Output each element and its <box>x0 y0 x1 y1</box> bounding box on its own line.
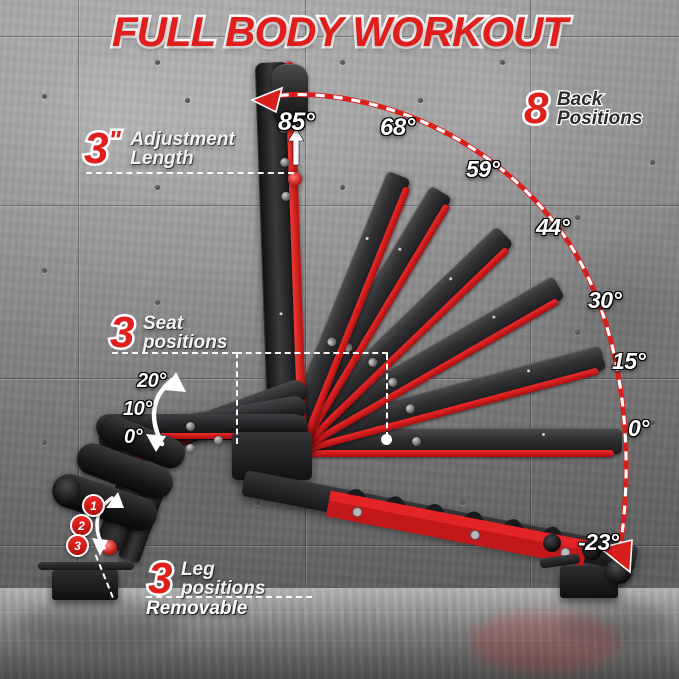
floor-line <box>0 612 679 613</box>
wall-tie-hole <box>460 500 465 505</box>
floor-line <box>0 640 679 641</box>
adjustment-number: 3 <box>81 124 111 173</box>
seat-positions-number: 3 <box>107 308 137 357</box>
wall-tie-hole <box>340 60 345 65</box>
wall-seam <box>305 0 306 612</box>
leg-step-3-label: 3 <box>74 538 81 553</box>
adjustment-length-callout: 3" Adjustment Length <box>81 124 235 173</box>
wall-tie-hole <box>185 98 190 103</box>
seat-bolt <box>214 436 223 445</box>
floor-reflection <box>20 600 180 650</box>
leg-callout-leader-line <box>146 596 312 598</box>
leg-step-1-label: 1 <box>90 498 97 513</box>
transport-wheel <box>582 540 602 560</box>
wall-texture <box>380 30 600 180</box>
wall-tie-hole <box>575 330 580 335</box>
seat-bolt <box>186 444 195 453</box>
angle-label-15: 15° <box>612 348 646 374</box>
seat-angle-label-10: 10° <box>123 398 152 420</box>
back-positions-line2: Positions <box>556 107 644 130</box>
seat-positions-line2: positions <box>142 331 228 353</box>
wall-tie-hole <box>42 268 47 273</box>
leg-positions-line1: Leg <box>180 558 215 580</box>
seat-callout-leader-down <box>386 354 388 438</box>
removable-note: Removable <box>146 598 248 619</box>
leg-positions-number: 3 <box>145 554 175 603</box>
wall-tie-hole <box>155 300 160 305</box>
wall-seam <box>0 205 679 206</box>
seat-positions-callout: 3 Seat positions <box>107 308 228 357</box>
seat-angle-label-20: 20° <box>137 370 166 392</box>
angle-label-59: 59° <box>466 156 500 182</box>
wall-tie-hole <box>155 60 160 65</box>
wall-tie-hole <box>500 60 505 65</box>
angle-label-30: 30° <box>588 287 622 313</box>
adjustment-pin <box>288 172 302 186</box>
page-title: FULL BODY WORKOUT <box>109 6 570 58</box>
angle-label-85: 85° <box>278 108 315 136</box>
front-foot <box>52 570 118 600</box>
seat-callout-endpoint <box>381 434 392 445</box>
seat-positions-line1: Seat <box>142 312 184 334</box>
adjustment-line1: Adjustment <box>130 128 235 150</box>
angle-label-44: 44° <box>536 214 570 240</box>
angle-label-0: 0° <box>628 415 650 441</box>
wall-tie-hole <box>42 440 47 445</box>
floor-reflection <box>470 612 620 672</box>
angle-label-neg23: -23° <box>578 529 619 555</box>
adjustment-unit: " <box>106 125 123 156</box>
adjustment-leader-line <box>86 172 294 174</box>
back-positions-number: 8 <box>521 84 551 133</box>
leg-step-1: 1 <box>82 494 105 517</box>
wall-texture <box>20 60 200 180</box>
back-positions-line1: Back <box>556 88 604 111</box>
floor-reflection <box>560 600 670 645</box>
leg-positions-line2: positions <box>180 577 266 599</box>
transport-wheel <box>543 534 561 552</box>
gym-floor <box>0 588 679 679</box>
wall-tie-hole <box>575 98 580 103</box>
wall-tie-hole <box>650 420 655 425</box>
seat-angle-label-0: 0° <box>124 426 143 448</box>
leg-positions-callout: 3 Leg positions <box>145 554 266 603</box>
seat-callout-leader-corner <box>112 352 238 444</box>
wall-tie-hole <box>42 94 47 99</box>
wall-seam <box>0 545 679 546</box>
seat-bolt <box>186 422 195 431</box>
back-positions-callout: 8 Back Positions <box>521 84 644 133</box>
wall-tie-hole <box>255 500 260 505</box>
wall-tie-hole <box>650 160 655 165</box>
leg-step-3: 3 <box>66 534 89 557</box>
wall-seam <box>78 0 79 612</box>
wall-seam <box>0 36 679 37</box>
seat-callout-leader-extend <box>236 352 388 354</box>
wall-tie-hole <box>155 185 160 190</box>
angle-label-68: 68° <box>380 114 415 141</box>
front-foot-crossbar <box>38 562 134 570</box>
adjustment-line2: Length <box>130 147 194 169</box>
wall-tie-hole <box>575 215 580 220</box>
wall-tie-hole <box>418 98 423 103</box>
leg-step-2-label: 2 <box>78 518 85 533</box>
seat-callout-leader-top <box>112 352 238 354</box>
wall-tie-hole <box>340 185 345 190</box>
